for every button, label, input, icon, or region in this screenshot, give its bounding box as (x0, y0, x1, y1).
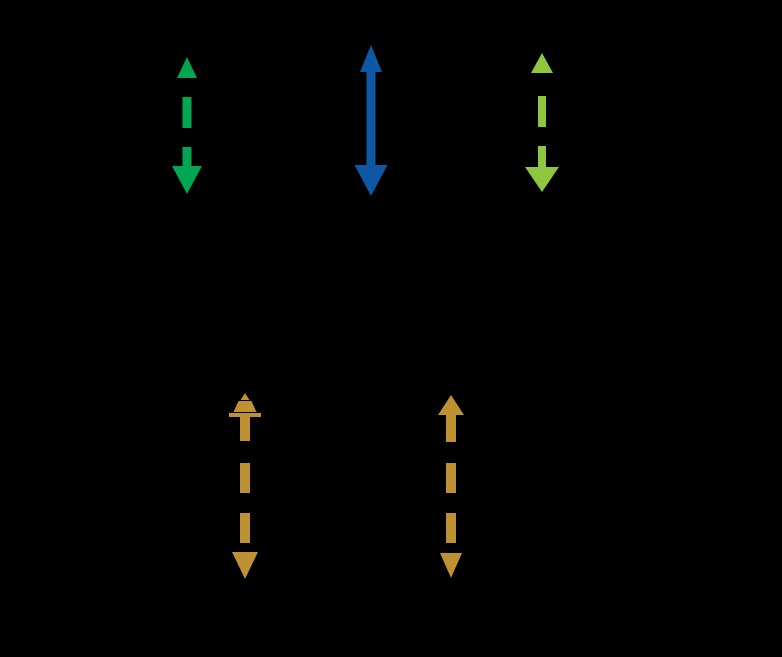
tan-dashed-double-arrow-left-tri_up (240, 393, 250, 400)
tan-dashed-double-arrow-left-rect (229, 413, 261, 417)
tan-dashed-double-arrow-right-rect (446, 513, 456, 543)
blue-solid-double-arrow (354, 45, 388, 196)
light-green-dashed-double-arrow-tri_up (531, 53, 553, 73)
green-dashed-double-arrow-rect (182, 147, 192, 166)
light-green-dashed-double-arrow-tri_down (525, 167, 559, 192)
green-dashed-double-arrow-tri_up (177, 57, 197, 78)
green-dashed-double-arrow (172, 57, 202, 194)
green-dashed-double-arrow-rect (182, 97, 192, 128)
light-green-dashed-double-arrow-rect (538, 146, 546, 167)
tan-dashed-double-arrow-left-trap_up (233, 401, 257, 412)
tan-dashed-double-arrow-left-rect (240, 513, 250, 543)
light-green-dashed-double-arrow-rect (538, 96, 546, 127)
tan-dashed-double-arrow-left (229, 393, 261, 579)
blue-solid-double-arrow-rect (366, 70, 376, 166)
blue-solid-double-arrow-tri_down (354, 165, 388, 196)
tan-dashed-double-arrow-left-rect (240, 417, 250, 441)
light-green-dashed-double-arrow (525, 53, 559, 192)
tan-dashed-double-arrow-right (438, 395, 464, 578)
tan-dashed-double-arrow-left-tri_down (232, 552, 258, 579)
tan-dashed-double-arrow-right-rect (446, 463, 456, 493)
tan-dashed-double-arrow-right-tri_down (440, 553, 462, 578)
tan-dashed-double-arrow-left-rect (240, 463, 250, 493)
tan-dashed-double-arrow-right-tri_up (438, 395, 464, 415)
green-dashed-double-arrow-tri_down (172, 166, 202, 194)
blue-solid-double-arrow-tri_up (360, 45, 382, 72)
tan-dashed-double-arrow-right-rect (446, 415, 456, 442)
